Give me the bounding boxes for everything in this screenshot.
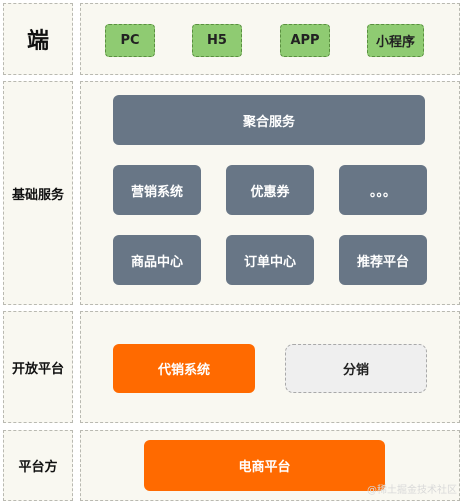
client-h5-box: H5 <box>192 24 242 57</box>
client-pc-box: PC <box>105 24 155 57</box>
client-layer-label: 端 <box>26 29 49 54</box>
distribution-box: 分销 <box>285 344 427 393</box>
ecommerce-platform-box: 电商平台 <box>144 440 385 491</box>
base-layer-label-panel: 基础服务 <box>3 81 73 305</box>
open-layer-label: 开放平台 <box>11 361 64 377</box>
platform-layer-label-panel: 平台方 <box>3 430 73 501</box>
coupon-box: 优惠券 <box>226 165 314 215</box>
recommendation-platform-box: 推荐平台 <box>339 235 427 285</box>
platform-layer-label: 平台方 <box>18 460 58 475</box>
open-layer-panel: 代销系统 分销 <box>80 311 460 423</box>
base-layer-label: 基础服务 <box>11 187 64 203</box>
base-layer-panel: 聚合服务 营销系统 优惠券 。。。 商品中心 订单中心 推荐平台 <box>80 81 460 305</box>
client-miniprogram-box: 小程序 <box>367 24 424 57</box>
client-app-box: APP <box>280 24 330 57</box>
platform-layer-panel: 电商平台 <box>80 430 460 501</box>
client-layer-panel: PC H5 APP 小程序 <box>80 3 460 75</box>
consignment-system-box: 代销系统 <box>113 344 255 393</box>
aggregate-service-box: 聚合服务 <box>113 95 425 145</box>
client-layer-label-panel: 端 <box>3 3 73 75</box>
ellipsis-box: 。。。 <box>339 165 427 215</box>
open-layer-label-panel: 开放平台 <box>3 311 73 423</box>
product-center-box: 商品中心 <box>113 235 201 285</box>
marketing-system-box: 营销系统 <box>113 165 201 215</box>
watermark: @稀土掘金技术社区 <box>367 485 457 496</box>
order-center-box: 订单中心 <box>226 235 314 285</box>
